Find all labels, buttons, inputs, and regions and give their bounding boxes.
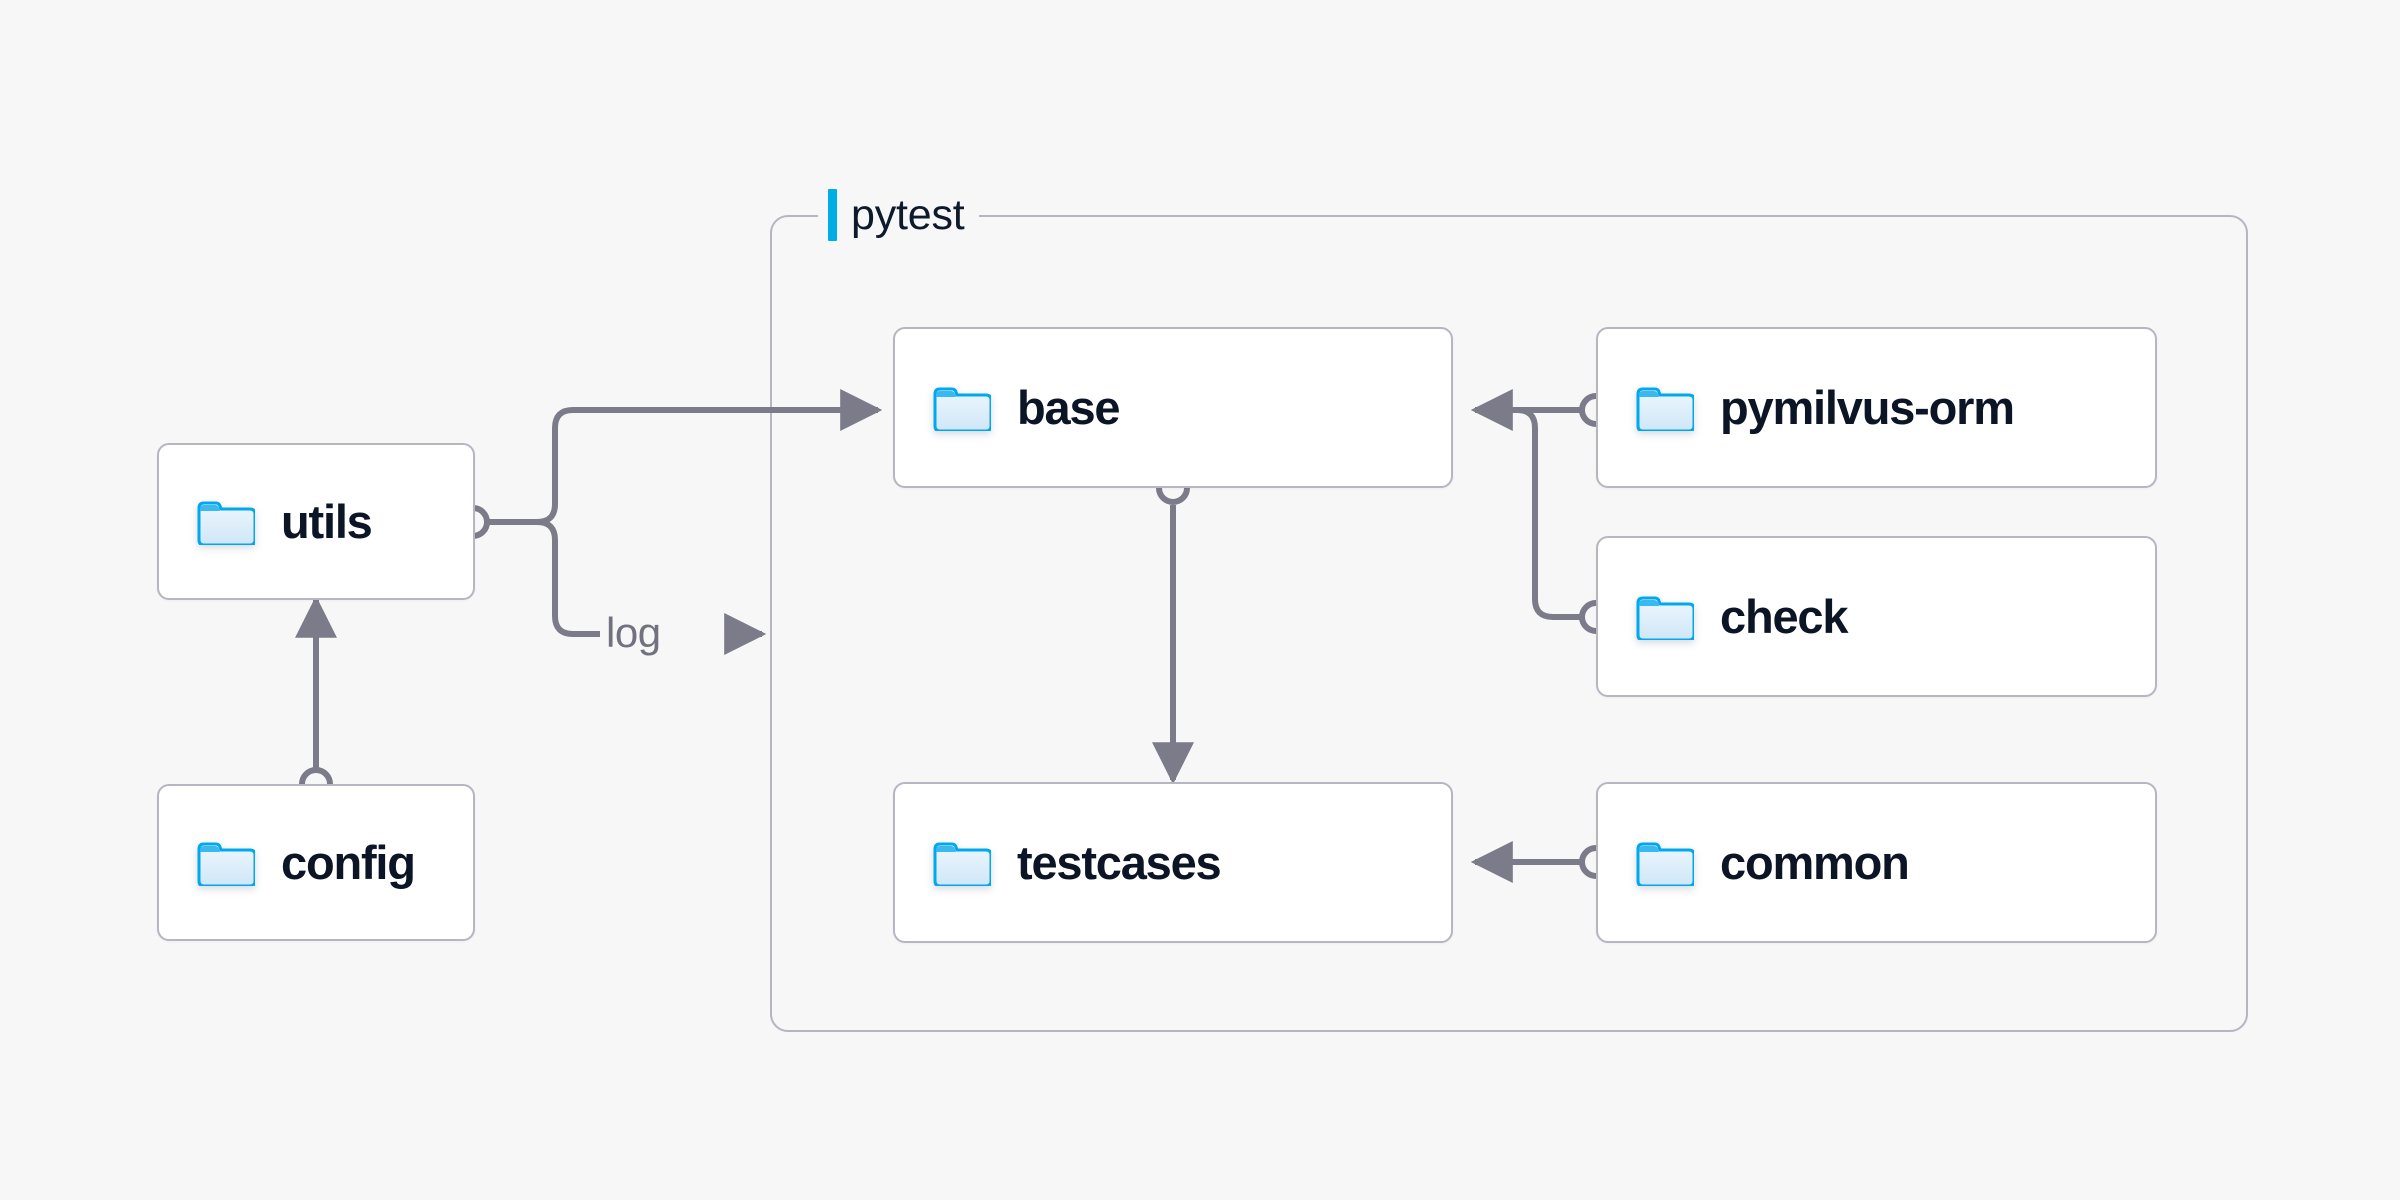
node-label-base: base [1017, 381, 1121, 434]
edge-label-log: log [606, 609, 661, 656]
node-base[interactable]: base [893, 327, 1453, 488]
node-label-testcases: testcases [1017, 836, 1222, 889]
node-label-config: config [281, 836, 416, 889]
folder-icon [933, 842, 991, 886]
folder-icon [1636, 596, 1694, 640]
node-label-common: common [1720, 836, 1910, 889]
group-container-pytest[interactable] [770, 215, 2248, 1032]
node-label-check: check [1720, 590, 1848, 643]
folder-icon [197, 842, 255, 886]
folder-icon [1636, 842, 1694, 886]
group-label-pytest[interactable]: pytest [818, 187, 979, 243]
node-common[interactable]: common [1596, 782, 2157, 943]
node-utils[interactable]: utils [157, 443, 475, 600]
folder-icon [933, 387, 991, 431]
edge-utils-log [536, 519, 600, 637]
node-label-pymilvus-orm: pymilvus-orm [1720, 381, 2015, 434]
node-config[interactable]: config [157, 784, 475, 941]
folder-icon [1636, 387, 1694, 431]
node-label-utils: utils [281, 495, 373, 548]
group-label-text: pytest [851, 190, 965, 239]
node-pymilvus-orm[interactable]: pymilvus-orm [1596, 327, 2157, 488]
node-testcases[interactable]: testcases [893, 782, 1453, 943]
node-check[interactable]: check [1596, 536, 2157, 697]
accent-bar-icon [828, 189, 837, 241]
folder-icon [197, 501, 255, 545]
